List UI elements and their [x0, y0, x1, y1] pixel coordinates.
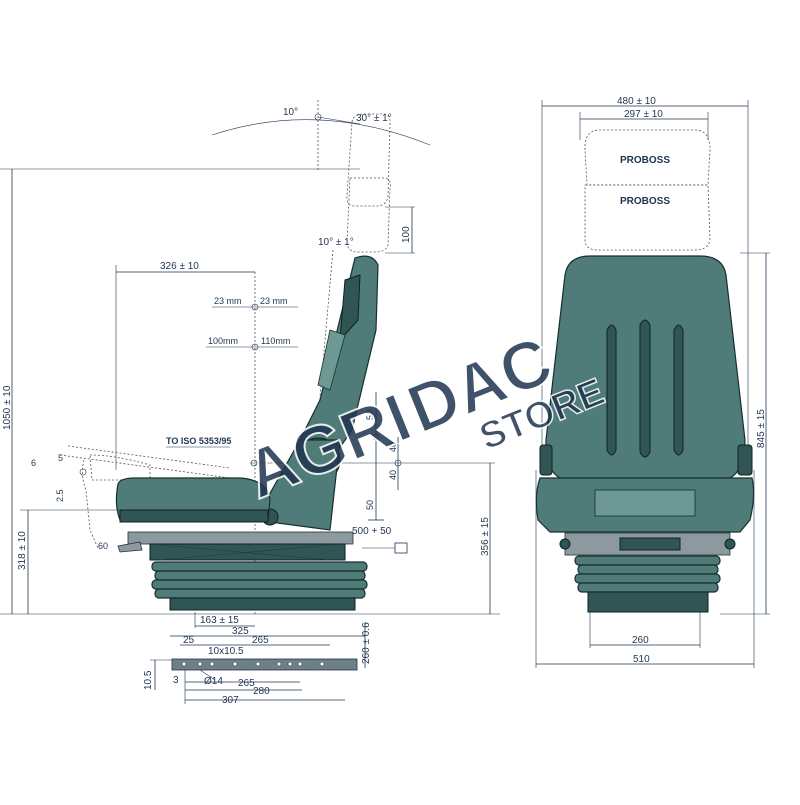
- slide-rail-plan: [171, 658, 358, 671]
- brand-bottom: PROBOSS: [620, 196, 670, 207]
- cushion-ghost: [89, 454, 151, 481]
- rail-hole: Ø14: [204, 676, 223, 687]
- outer-width-label: 480 ± 10: [617, 96, 656, 107]
- rail-view: 325 25 265 10x10.5 10.5 3 Ø14 265 280 30…: [143, 622, 372, 706]
- bellows-side: [151, 561, 368, 611]
- angle-top-right: 30° ± 1°: [356, 113, 392, 124]
- stroke-point-left: [372, 433, 380, 441]
- front-lever-right: [724, 538, 736, 550]
- rail-len-25: 25: [183, 635, 195, 646]
- bottom-width-label: 510: [633, 654, 650, 665]
- rail-len-325: 325: [232, 626, 249, 637]
- tilt-60-label: 60: [98, 541, 108, 551]
- iso-label: TO ISO 5353/95: [166, 436, 231, 446]
- seat-height-label: 318 ± 10: [17, 531, 28, 570]
- side-view: 10° 30° ± 1° 100 10° ± 1° 1050 ± 10 326 …: [0, 100, 500, 628]
- front-headrest-upper: [584, 129, 711, 186]
- stroke-40-b: 40: [388, 470, 398, 480]
- cushion-base: [119, 509, 269, 523]
- adj-b-right: 110mm: [261, 336, 290, 346]
- adj-a-left: 23 mm: [214, 296, 242, 306]
- slide-rail-side: [127, 531, 354, 545]
- side-bracket: [254, 439, 341, 531]
- cushion-front-panel: [594, 489, 696, 517]
- angle-ray: [317, 116, 361, 125]
- rail-holes: [181, 661, 325, 667]
- scissor-linkage: [159, 544, 331, 561]
- stroke-point-right: [394, 459, 402, 467]
- hole-leader: [199, 669, 216, 681]
- inner-width-label: 297 ± 10: [624, 109, 663, 120]
- headrest-upper-ghost: [346, 113, 391, 207]
- angle-arc: [211, 119, 431, 146]
- adj-b-left: 100mm: [208, 336, 238, 346]
- depth-label: 326 ± 10: [160, 261, 199, 272]
- rail-width: 260 ± 0.6: [361, 622, 372, 664]
- stroke-50-top: 50: [365, 410, 375, 420]
- slide-travel-label: 500 + 50: [352, 526, 392, 537]
- front-headrest-lower: [584, 184, 711, 251]
- headrest-lower-ghost: [346, 177, 391, 253]
- front-lever-left: [559, 538, 571, 550]
- angle-back-label: 10° ± 1°: [318, 237, 354, 248]
- armrest-left: [539, 444, 553, 476]
- rail-len-280: 280: [253, 686, 270, 697]
- back-angle-line: [317, 249, 334, 421]
- rail-len-3: 3: [173, 675, 179, 686]
- front-height-label: 845 ± 15: [756, 409, 767, 448]
- rail-slot: 10x10.5: [208, 646, 244, 657]
- tilt-pivot: [79, 468, 87, 476]
- rail-offset-label: 163 ± 15: [200, 615, 239, 626]
- rail-len-265-bottom: 265: [238, 678, 255, 689]
- adj-a-right: 23 mm: [260, 296, 288, 306]
- adj-a-point: [251, 303, 259, 311]
- backrest-rib-left: [606, 324, 617, 456]
- angle-top-left: 10°: [283, 107, 298, 118]
- sip-point: [250, 459, 258, 467]
- tilt-ghost-lines: [59, 445, 231, 549]
- suspension-controls: [619, 537, 681, 551]
- tilt-25-label: 2.5: [55, 489, 65, 502]
- connector-plug: [394, 542, 408, 554]
- brand-top: PROBOSS: [620, 155, 670, 166]
- adj-b-point: [251, 343, 259, 351]
- rail-len-307: 307: [222, 695, 239, 706]
- headrest-height-label: 100: [401, 226, 412, 243]
- stroke-50-bottom: 50: [365, 500, 375, 510]
- tilt-6-label: 6: [31, 458, 36, 468]
- backrest-highlight: [317, 329, 346, 391]
- rail-len-265-top: 265: [252, 635, 269, 646]
- backrest-rib-right: [673, 324, 684, 456]
- backrest-rib-center: [639, 319, 651, 458]
- base-width-label: 260: [632, 635, 649, 646]
- rail-height-105: 10.5: [143, 670, 154, 690]
- stroke-40-a: 40: [388, 442, 398, 452]
- base-height-label: 356 ± 15: [480, 517, 491, 556]
- tilt-5-label: 5: [58, 453, 63, 463]
- front-view: 480 ± 10 297 ± 10 PROBOSS PROBOSS: [535, 96, 770, 668]
- backrest-panel: [339, 274, 361, 342]
- adjust-handle: [117, 541, 143, 553]
- armrest-right: [737, 444, 753, 476]
- total-height-label: 1050 ± 10: [2, 385, 13, 430]
- bellows-front: [574, 555, 721, 613]
